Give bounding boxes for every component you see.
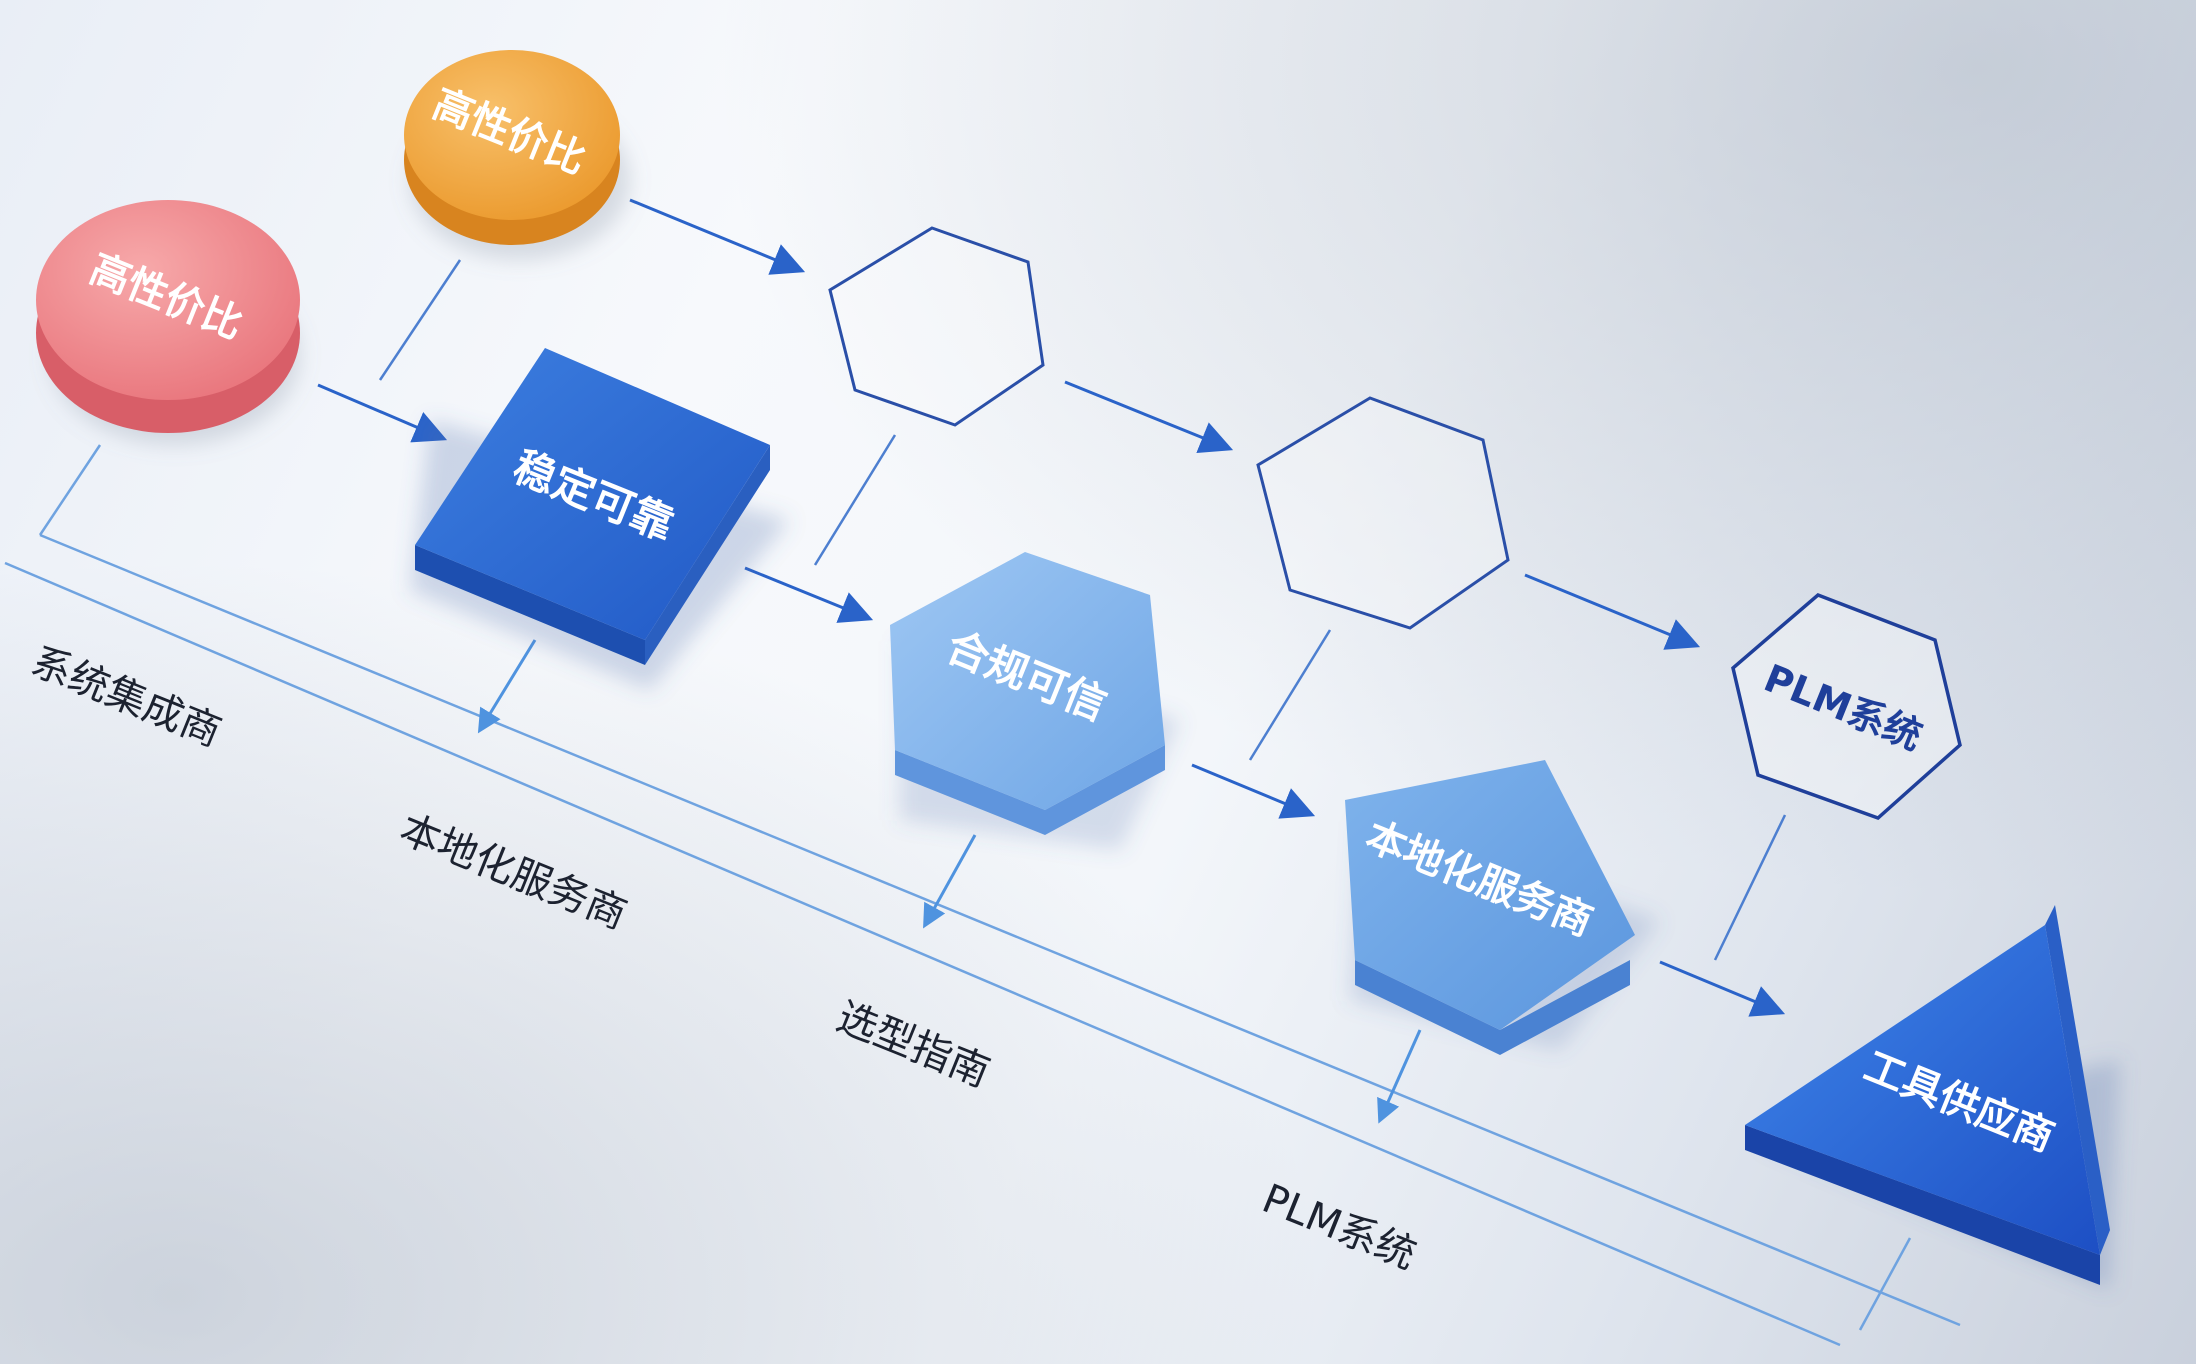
arrow-square-to-hexagon xyxy=(744,566,874,623)
timeline-line-lower xyxy=(4,561,1841,1347)
timeline-markers xyxy=(477,639,1422,1124)
arrow-hexagon-to-pentagon xyxy=(1191,763,1316,819)
arrow-hexoutline2-to-plm xyxy=(1524,573,1701,650)
hexagon-outline-2 xyxy=(1256,396,1510,630)
timeline xyxy=(4,444,1961,1347)
step-label-4: PLM系统 xyxy=(1256,1176,1422,1279)
circle-pink-node: 高性价比 xyxy=(36,200,300,445)
hexagon-outline-1 xyxy=(828,226,1045,427)
connector-pentagon-down xyxy=(1377,1029,1422,1124)
arrow-orange-to-hexagon xyxy=(629,198,806,275)
triangle-node: 工具供应商 xyxy=(1745,905,2120,1290)
bracket-left xyxy=(38,444,102,536)
square-node: 稳定可靠 xyxy=(410,348,790,690)
pentagon-node: 本地化服务商 xyxy=(1345,760,1660,1055)
step-labels: 系统集成商 本地化服务商 选型指南 PLM系统 xyxy=(25,638,1423,1278)
connector-square-down xyxy=(477,639,537,734)
step-label-3: 选型指南 xyxy=(830,994,996,1097)
circle-orange-node: 高性价比 xyxy=(404,50,630,260)
flow-arrows xyxy=(317,198,1786,1017)
row-connectors xyxy=(378,259,1787,961)
timeline-line-upper xyxy=(39,533,1961,1327)
arrow-hexoutline1-to-hexoutline2 xyxy=(1064,380,1234,453)
arrow-pentagon-to-triangle xyxy=(1659,960,1786,1017)
bracket-right xyxy=(1858,1237,1912,1331)
hexagon-plm-node: PLM系统 xyxy=(1731,592,1962,820)
step-label-2: 本地化服务商 xyxy=(393,806,633,939)
step-label-1: 系统集成商 xyxy=(25,638,228,756)
hexagon-node: 合规可信 xyxy=(890,552,1180,850)
connector-hexagon-down xyxy=(923,834,977,929)
arrow-pink-to-square xyxy=(317,383,448,443)
